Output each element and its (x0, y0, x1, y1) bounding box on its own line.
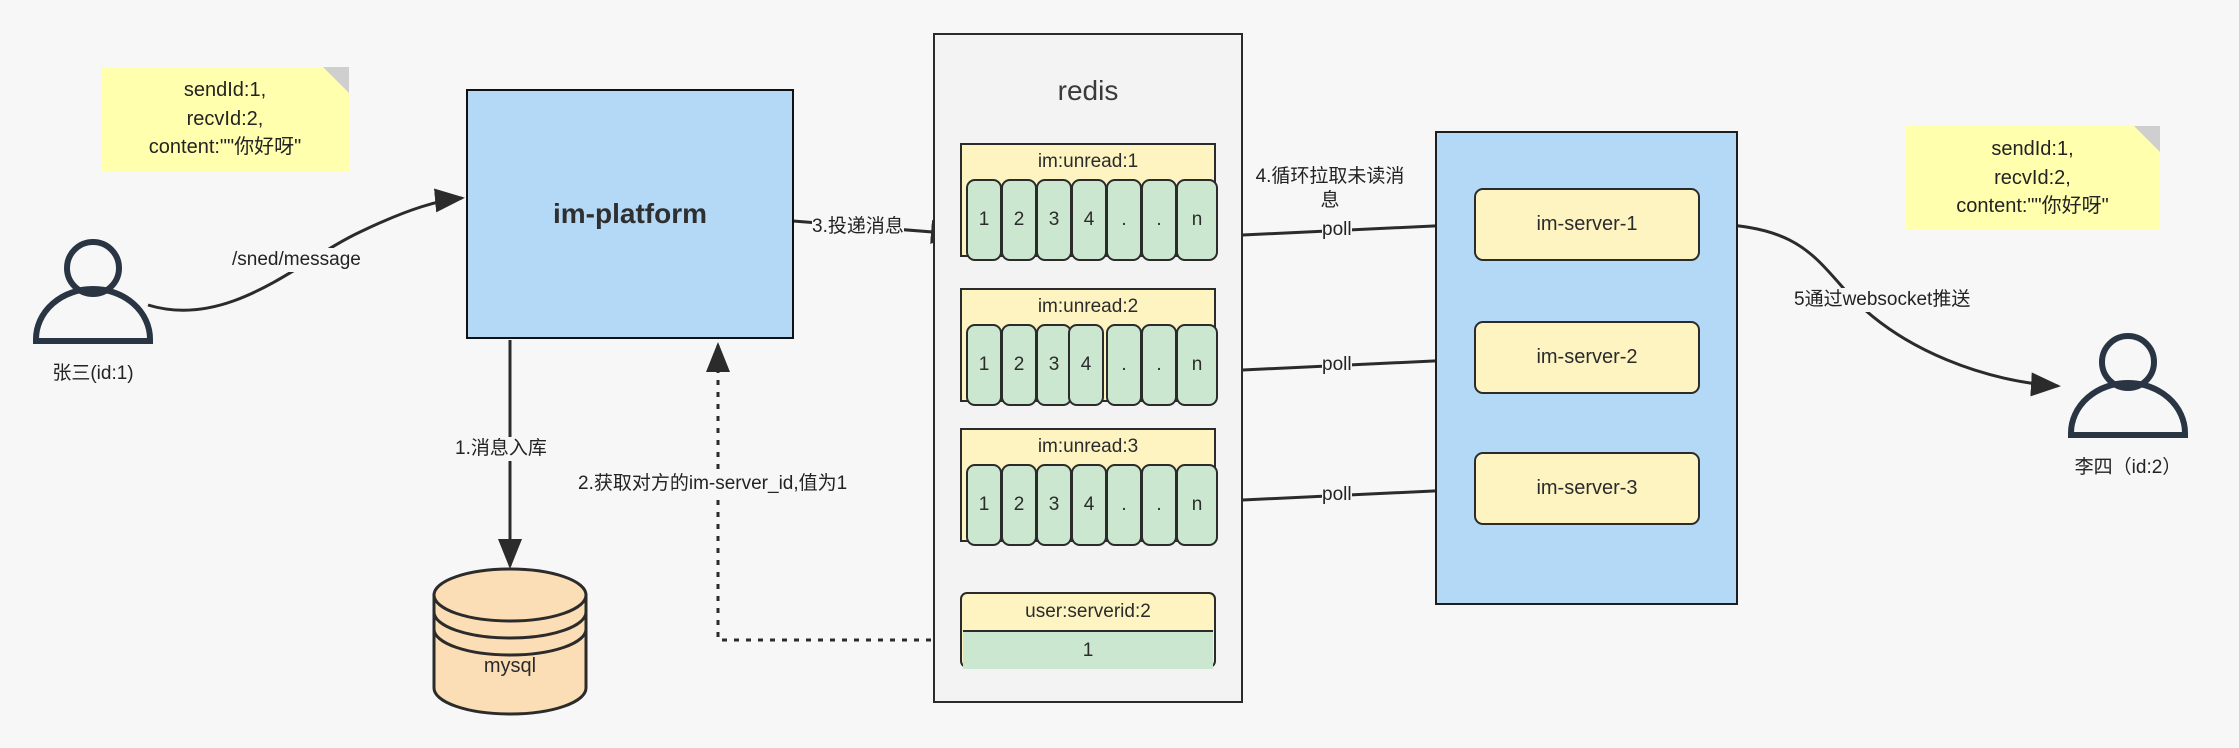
redis-queue-2: im:unread:2 1 2 3 4 . . n (960, 288, 1218, 406)
note-fold-icon (323, 67, 349, 93)
node-im-platform-label: im-platform (553, 198, 707, 229)
edge-label-poll-1: poll (1322, 218, 1352, 243)
actor-receiver-caption: 李四（id:2） (2074, 457, 2182, 478)
redis-queue-1-cell: 4 (1071, 179, 1107, 261)
redis-queue-1-cell: 3 (1036, 179, 1072, 261)
note-fold-icon (2134, 126, 2160, 152)
note-left-text: sendId:1, recvId:2, content:""你好呀" (148, 79, 302, 159)
redis-queue-3-cell: 2 (1001, 464, 1037, 546)
edge-label-step2: 2.获取对方的im-server_id,值为1 (578, 472, 848, 497)
actor-receiver-glyph (2068, 333, 2188, 438)
node-im-server-3[interactable]: im-server-3 (1474, 452, 1700, 525)
edge-label-poll-3: poll (1322, 483, 1352, 508)
edge-label-poll-2: poll (1322, 353, 1352, 378)
note-right: sendId:1, recvId:2, content:""你好呀" (1905, 126, 2160, 230)
node-im-server-2[interactable]: im-server-2 (1474, 321, 1700, 394)
redis-queue-2-cell: 3 (1036, 324, 1072, 406)
mysql-cylinder (432, 567, 588, 716)
actor-sender-glyph (33, 239, 153, 344)
redis-queue-2-cell: . (1141, 324, 1177, 406)
redis-queue-1-cell: . (1106, 179, 1142, 261)
redis-queue-3-cell: 3 (1036, 464, 1072, 546)
node-mysql-label: mysql (483, 655, 537, 677)
redis-queue-3-cell: n (1176, 464, 1218, 546)
node-im-server-1-label: im-server-1 (1536, 213, 1638, 235)
note-right-text: sendId:1, recvId:2, content:""你好呀" (1956, 138, 2109, 218)
redis-queue-2-cell: . (1106, 324, 1142, 406)
node-im-server-1[interactable]: im-server-1 (1474, 188, 1700, 261)
redis-queue-2-key: im:unread:2 (1037, 296, 1139, 317)
edge-label-step3: 3.投递消息 (812, 215, 904, 240)
redis-queue-2-cell: 2 (1001, 324, 1037, 406)
redis-queue-1-key: im:unread:1 (1037, 151, 1139, 172)
redis-queue-1-cell: . (1141, 179, 1177, 261)
redis-queue-2-cell: 1 (966, 324, 1002, 406)
edge-label-step5: 5通过websocket推送 (1794, 288, 1971, 313)
node-im-server-3-label: im-server-3 (1536, 477, 1638, 499)
redis-kv-key: user:serverid:2 (1025, 601, 1151, 622)
redis-queue-3-cell: 4 (1071, 464, 1107, 546)
redis-queue-3-cell: . (1141, 464, 1177, 546)
redis-queue-1-cell: 2 (1001, 179, 1037, 261)
redis-queue-1-cell: 1 (966, 179, 1002, 261)
edge-label-step1: 1.消息入库 (455, 437, 547, 462)
edge-label-step4: 4.循环拉取未读消息 (1255, 165, 1405, 214)
redis-queue-2-cell: 4 (1068, 324, 1104, 406)
actor-sender-caption: 张三(id:1) (52, 363, 134, 384)
node-im-server-2-label: im-server-2 (1536, 346, 1638, 368)
redis-queue-1-cell: n (1176, 179, 1218, 261)
redis-queue-3-key: im:unread:3 (1037, 436, 1139, 457)
node-redis-title: redis (1057, 75, 1119, 106)
redis-queue-1: im:unread:1 1 2 3 4 . . n (960, 143, 1218, 261)
redis-kv-user-serverid: user:serverid:2 1 (960, 592, 1216, 669)
node-im-platform[interactable]: im-platform (466, 89, 794, 339)
redis-queue-3-cell: . (1106, 464, 1142, 546)
redis-kv-value: 1 (963, 630, 1213, 669)
redis-queue-3-cell: 1 (966, 464, 1002, 546)
note-left: sendId:1, recvId:2, content:""你好呀" (101, 67, 349, 171)
redis-queue-3: im:unread:3 1 2 3 4 . . n (960, 428, 1218, 546)
edge-label-send-message: /sned/message (232, 248, 361, 273)
redis-queue-2-cell: n (1176, 324, 1218, 406)
